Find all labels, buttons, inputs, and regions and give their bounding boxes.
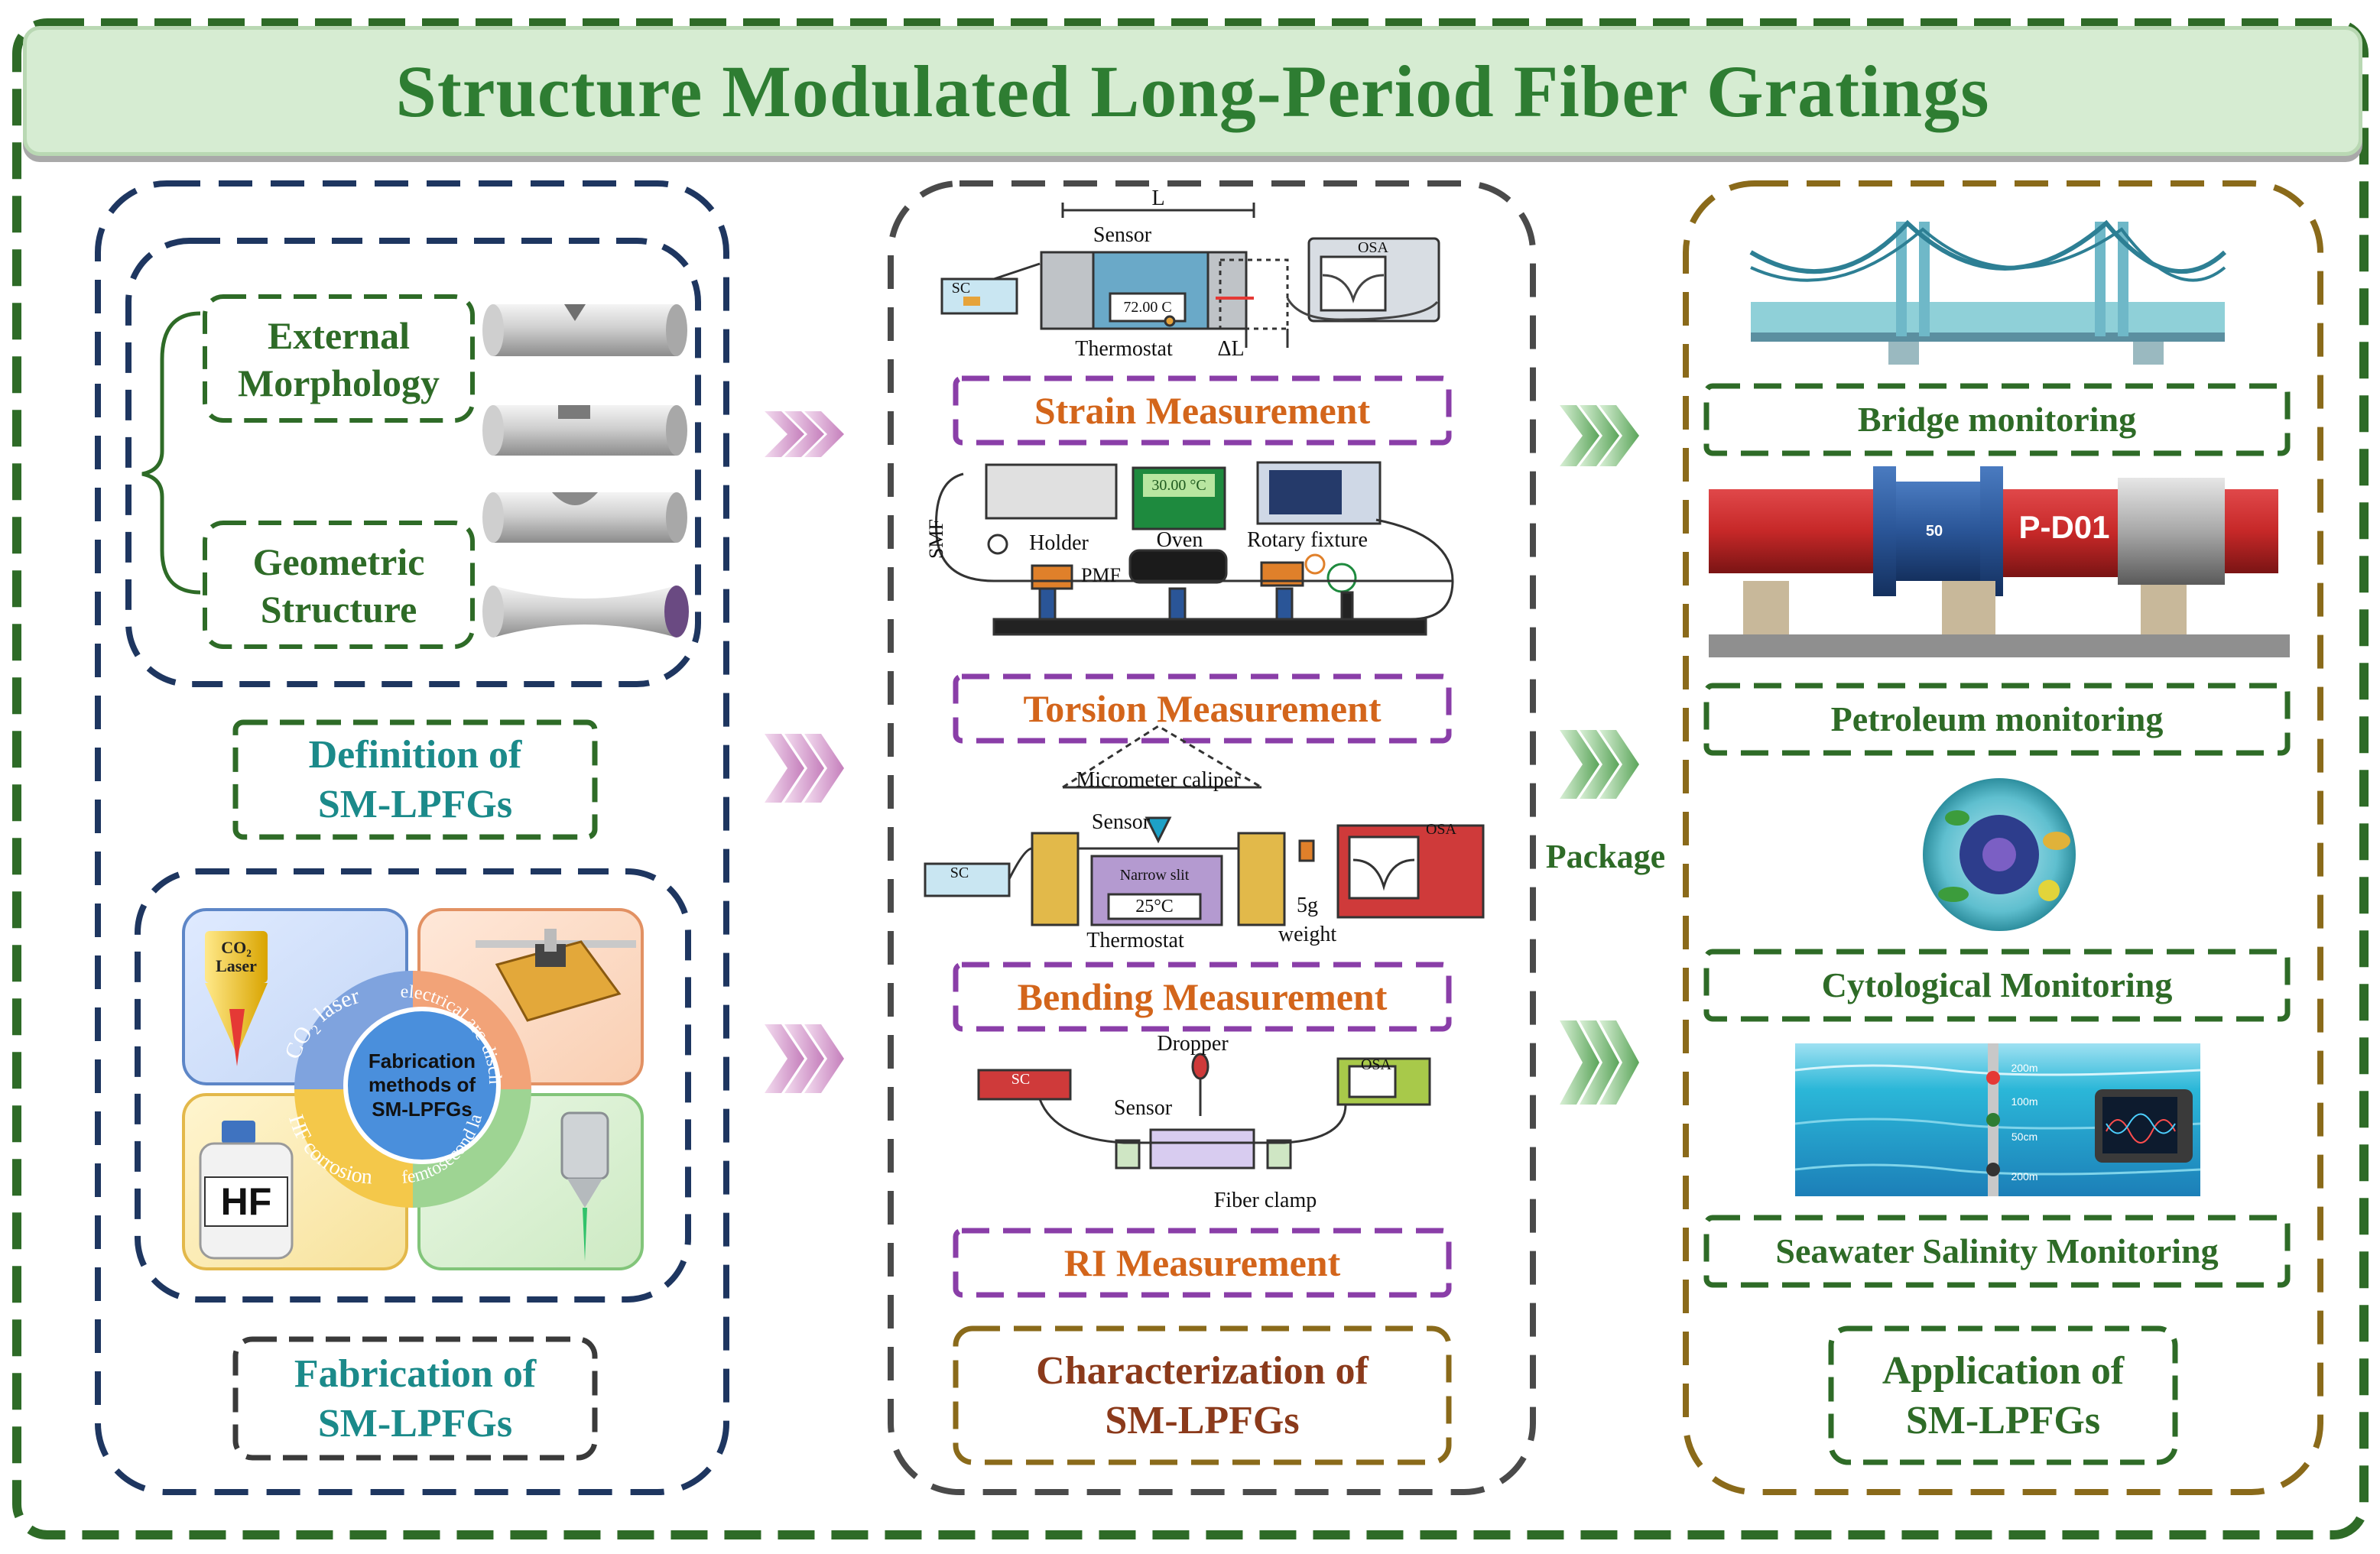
- cyto-monitoring-label: Cytological Monitoring: [1821, 965, 2173, 1005]
- torsion-holder-label: Holder: [1029, 530, 1089, 555]
- torsion-oven-label: Oven: [1156, 527, 1203, 552]
- bending-micrometer-label: Micrometer caliper: [1076, 767, 1241, 792]
- bending-weight2-label: weight: [1278, 922, 1337, 946]
- fiber-tapered: [482, 586, 689, 637]
- external-morphology-box: [203, 294, 475, 423]
- bending-weight1-label: 5g: [1297, 893, 1318, 917]
- bending-sensor-label: Sensor: [1091, 809, 1151, 834]
- depth-label-1: 200m: [2011, 1062, 2038, 1075]
- ri-label-box: [953, 1228, 1452, 1298]
- arrow-def-to-char-1: [765, 411, 844, 457]
- torsion-pmf-label: PMF: [1080, 563, 1122, 586]
- definition-inner-frame: [125, 238, 701, 687]
- fiber-v-notch: [482, 304, 687, 356]
- bending-temp-label: 25°C: [1135, 897, 1174, 917]
- cyto-label-box: [1703, 949, 2291, 1022]
- femtosecond-laser-icon: [560, 1111, 609, 1261]
- ri-clamp-label: Fiber clamp: [1213, 1188, 1317, 1212]
- bending-label-box: [953, 962, 1452, 1032]
- seawater-image: [1794, 1043, 2201, 1196]
- strain-setup: [940, 203, 1440, 348]
- fiber-rect-groove: [482, 405, 687, 456]
- characterization-label-box: [953, 1325, 1452, 1465]
- co2-laser-icon: [205, 931, 268, 1066]
- ri-measurement-label: RI Measurement: [1063, 1241, 1341, 1284]
- bending-narrow-label: Narrow slit: [1119, 866, 1190, 884]
- external-morphology-label: External Morphology: [238, 313, 440, 405]
- petroleum-monitoring-label: Petroleum monitoring: [1830, 699, 2164, 739]
- pipeline-image: [1709, 466, 2290, 657]
- hf-bottle-label: HF: [220, 1179, 272, 1223]
- geometric-structure-box: [203, 521, 475, 649]
- torsion-rotary-label: Rotary fixture: [1247, 527, 1368, 552]
- strain-L-label: L: [1151, 186, 1165, 210]
- ri-sensor-label: Sensor: [1113, 1095, 1173, 1120]
- bridge-image: [1749, 219, 2227, 365]
- title-banner: Structure Modulated Long-Period Fiber Gr…: [23, 26, 2362, 156]
- torsion-label-box: [953, 673, 1452, 744]
- torsion-oven-temp-label: 30.00 °C: [1151, 476, 1206, 494]
- co2-badge-label: CO₂ Laser: [216, 937, 257, 975]
- seawater-monitoring-label: Seawater Salinity Monitoring: [1775, 1231, 2219, 1271]
- column-application-frame: [1683, 180, 2323, 1495]
- pipe-tag-label: P-D01: [2018, 508, 2110, 545]
- depth-label-4: 200m: [2011, 1170, 2038, 1183]
- pipe-tag-small-label: 50: [1925, 522, 1943, 540]
- geometric-structure-label: Geometric Structure: [252, 540, 425, 631]
- ri-sc-label: SC: [1011, 1070, 1031, 1088]
- application-label: Application of SM-LPFGs: [1882, 1349, 2125, 1442]
- definition-brace: [141, 311, 201, 595]
- package-label: Package: [1545, 837, 1666, 875]
- ri-dropper-label: Dropper: [1157, 1031, 1229, 1056]
- application-label-box: [1828, 1325, 2178, 1465]
- fiber-round-groove: [482, 492, 687, 543]
- torsion-setup: [934, 461, 1454, 636]
- bending-thermostat-label: Thermostat: [1086, 928, 1184, 952]
- page-title: Structure Modulated Long-Period Fiber Gr…: [395, 50, 1990, 132]
- definition-label-box: [232, 719, 598, 840]
- fabrication-inner-frame: [135, 868, 691, 1303]
- strain-thermostat-label: Thermostat: [1075, 336, 1173, 361]
- strain-label-box: [953, 375, 1452, 446]
- bending-setup: [924, 725, 1485, 926]
- fabrication-center-label: Fabrication methods of SM-LPFGs: [368, 1050, 476, 1121]
- petroleum-label-box: [1703, 683, 2291, 756]
- arrow-char-to-app-2: [1560, 730, 1639, 799]
- depth-label-2: 100m: [2011, 1095, 2038, 1108]
- bending-measurement-label: Bending Measurement: [1017, 975, 1388, 1018]
- torsion-smf-label: SMF: [924, 518, 947, 560]
- definition-label: Definition of SM-LPFGs: [308, 733, 522, 826]
- bending-osa-label: OSA: [1425, 820, 1456, 838]
- bridge-monitoring-label: Bridge monitoring: [1857, 400, 2137, 440]
- arrow-char-to-app-3: [1560, 1020, 1639, 1105]
- ri-osa-label: OSA: [1360, 1056, 1391, 1073]
- arc-discharge-icon: [476, 929, 636, 1022]
- cell-image: [1923, 778, 2076, 931]
- arrow-def-to-char-3: [765, 1024, 844, 1093]
- strain-temp-label: 72.00 C: [1123, 298, 1172, 316]
- strain-sensor-label: Sensor: [1093, 222, 1152, 247]
- characterization-label: Characterization of SM-LPFGs: [1036, 1349, 1369, 1442]
- outer-frame: [12, 18, 2369, 1539]
- torsion-measurement-label: Torsion Measurement: [1023, 686, 1382, 730]
- strain-sc-label: SC: [951, 279, 971, 297]
- strain-delta-label: ΔL: [1217, 336, 1245, 361]
- arrow-char-to-app-1: [1560, 405, 1639, 466]
- hf-bottle-icon: [199, 1121, 294, 1260]
- arrow-def-to-char-2: [765, 734, 844, 803]
- bridge-label-box: [1703, 383, 2291, 456]
- bending-sc-label: SC: [950, 864, 969, 881]
- ri-setup: [977, 1053, 1431, 1170]
- seawater-label-box: [1703, 1215, 2291, 1288]
- column-characterization-frame: [888, 180, 1536, 1495]
- strain-measurement-label: Strain Measurement: [1034, 388, 1371, 432]
- fabrication-label: Fabrication of SM-LPFGs: [294, 1352, 537, 1445]
- strain-osa-label: OSA: [1357, 238, 1388, 256]
- fabrication-label-box: [232, 1336, 598, 1461]
- depth-label-3: 50cm: [2011, 1131, 2038, 1144]
